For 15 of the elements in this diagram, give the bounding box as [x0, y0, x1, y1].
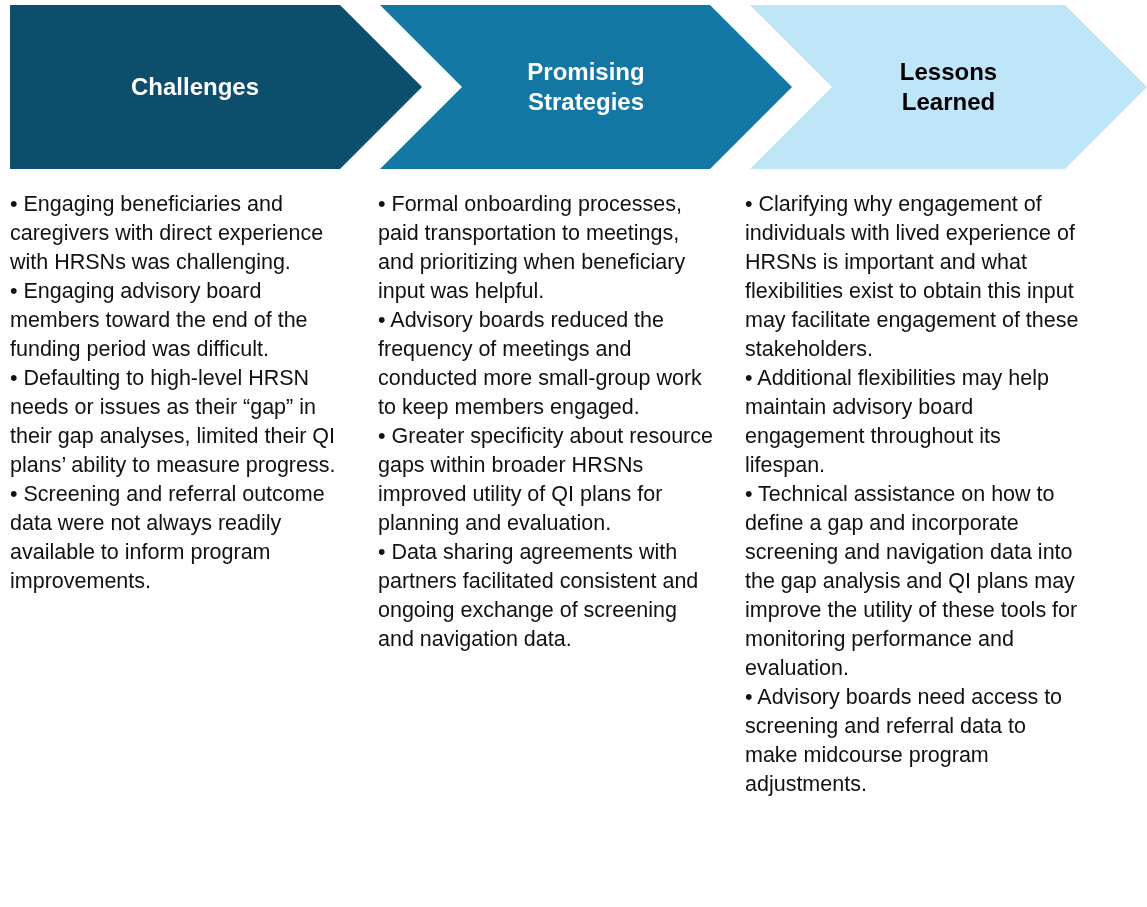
- bullet-text: • Advisory boards reduced the frequency of meetings and conducted more small-group work to keep members engaged.: [378, 307, 703, 421]
- bullet-text: • Technical assistance on how to define a gap and incorporate screening and navigation data into the gap analysis and QI plans may improve the utility of these tools for monitoring performance and evaluation.: [745, 481, 1079, 682]
- bullet-text: • Formal onboarding processes, paid transportation to meetings, and prioritizing when beneficiary input was helpful.: [378, 191, 687, 305]
- chevron-heading: Promising Strategies: [526, 57, 646, 117]
- bullet-text: • Advisory boards need access to screening and referral data to make midcourse program adjustments.: [745, 684, 1064, 798]
- bullet-text: • Data sharing agreements with partners facilitated consistent and ongoing exchange of screening and navigation data.: [378, 539, 700, 653]
- bullet-text: • Engaging advisory board members toward the end of the funding period was difficult.: [10, 278, 309, 363]
- bullet-text: • Engaging beneficiaries and caregivers with direct experience with HRSNs was challenging.: [10, 191, 325, 276]
- bullet-text: • Defaulting to high-level HRSN needs or issues as their “gap” in their gap analyses, limited their QI plans’ ability to measure progress.: [10, 365, 337, 479]
- chevron-heading: Lessons Learned: [898, 57, 999, 117]
- bullet-text: • Additional flexibilities may help maintain advisory board engagement throughout its lifespan.: [745, 365, 1050, 479]
- bullet-text: • Screening and referral outcome data were not always readily available to inform program improvements.: [10, 481, 326, 595]
- bullet-text: • Greater specificity about resource gaps within broader HRSNs improved utility of QI plans for planning and evaluation.: [378, 423, 714, 537]
- bullet-text: • Clarifying why engagement of individuals with lived experience of HRSNs is important and what flexibilities exist to obtain this input may facilitate engagement of these stakeholders.: [745, 191, 1080, 363]
- chevron-heading: Challenges: [129, 72, 260, 102]
